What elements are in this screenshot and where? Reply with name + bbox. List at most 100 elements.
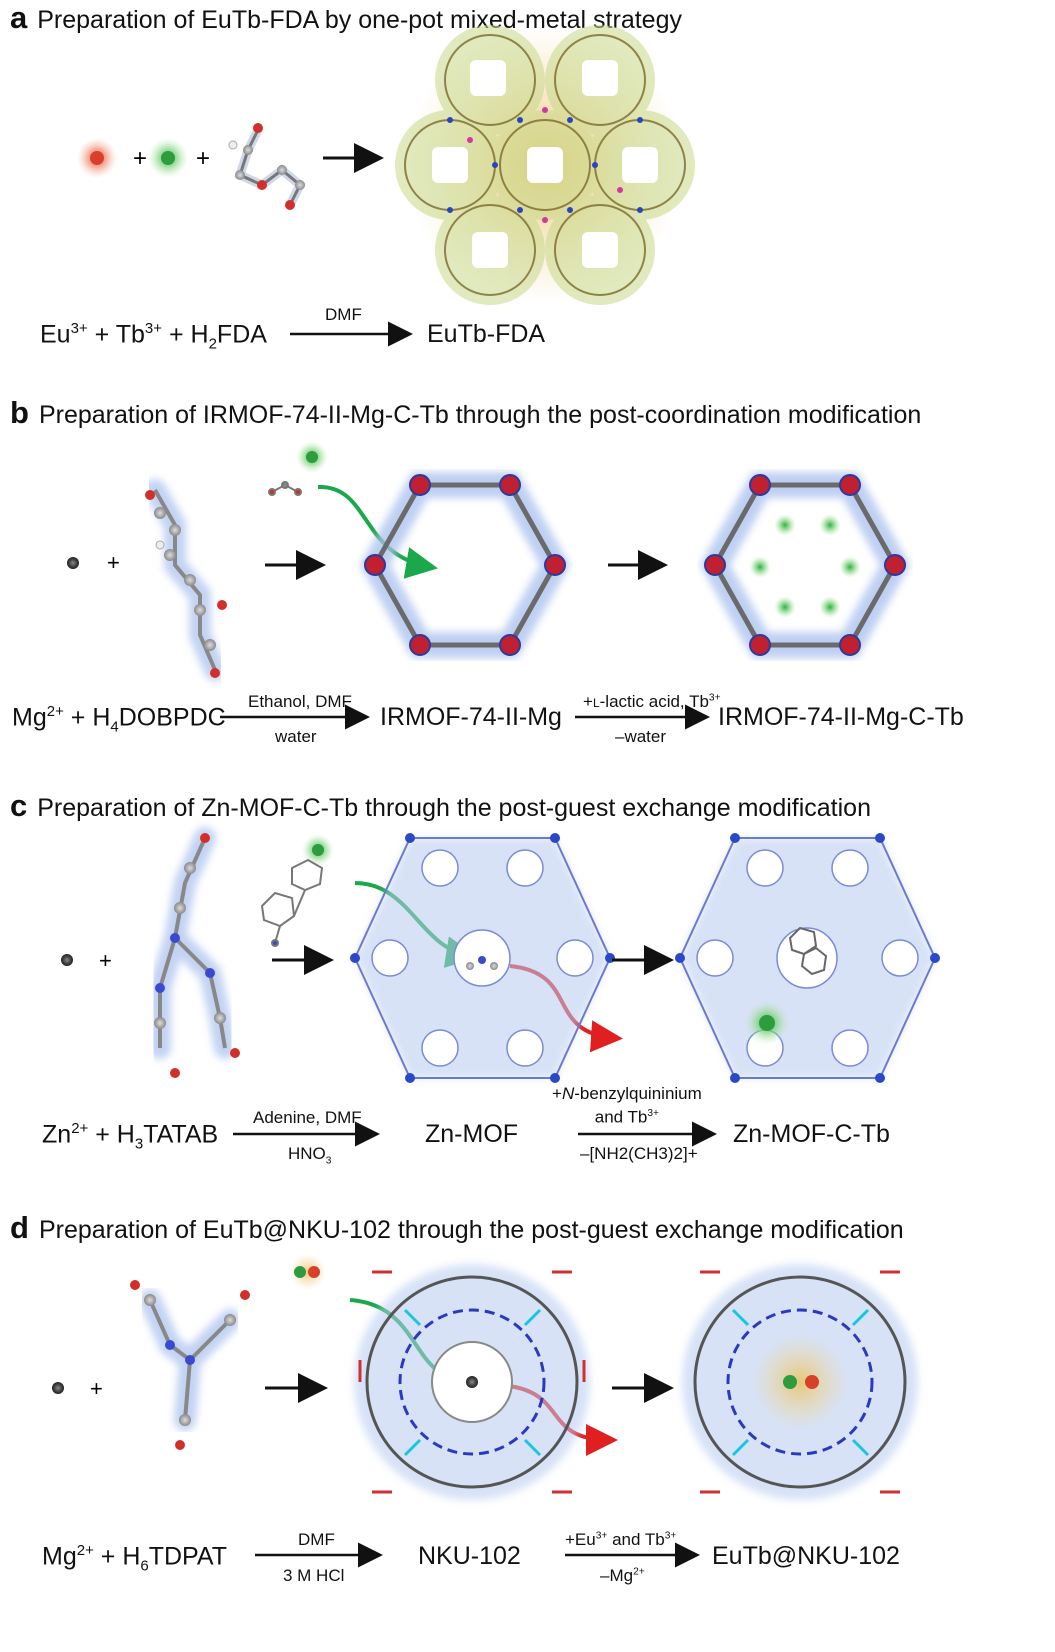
plus-sign: + (552, 1084, 562, 1103)
irmof-74-ii-mg-c-tb-framework-icon (700, 472, 910, 658)
condition-label: DMF (325, 305, 362, 324)
quininium-text: -benzylquininium (574, 1084, 702, 1103)
reactants: Eu3+ + Tb3+ + H2FDA (40, 320, 267, 352)
eu-guest-icon (805, 1375, 819, 1389)
tb-charge: 3+ (647, 1108, 660, 1119)
tdpat-ligand-icon (130, 1280, 250, 1450)
panel-letter: c (10, 788, 28, 823)
h-count: 3 (134, 1135, 144, 1153)
tb-charge: 3+ (144, 320, 163, 337)
intermediate-label: Zn-MOF (425, 1120, 519, 1148)
fda-ligand-icon (234, 125, 306, 210)
tb-guest-icon (783, 1375, 797, 1389)
dobpdc-ligand-icon (144, 479, 227, 681)
step1-condition-top: Ethanol, DMF (248, 692, 352, 711)
mg-charge: 2+ (76, 1542, 94, 1559)
nku-102-framework-icon (354, 1264, 590, 1500)
h-text: + H (93, 1542, 141, 1571)
eu-charge: 3+ (70, 320, 88, 337)
tb-guest-icons (749, 514, 861, 618)
panel-b-scheme: + (67, 441, 910, 730)
step1-condition-bottom: water (275, 727, 317, 746)
panel-letter: a (10, 0, 28, 35)
plus-sign: + (583, 692, 593, 711)
zn-mof-c-tb-framework-icon (675, 833, 940, 1083)
mg-charge: 2+ (46, 703, 64, 720)
o-count: 3 (325, 1155, 332, 1167)
step1-condition-top: Adenine, DMF (253, 1108, 362, 1127)
panel-c-scheme: + (61, 827, 940, 1147)
step2-condition-bottom: –water (615, 727, 667, 746)
step1-condition-top: DMF (298, 1530, 335, 1549)
product-label: EuTb-FDA (427, 320, 546, 348)
l-prefix: L (592, 696, 600, 710)
eu-text: Eu (40, 320, 71, 349)
tb-charge: 3+ (708, 692, 721, 704)
h-text: + H (88, 1120, 135, 1149)
panel-a-scheme: + + (77, 25, 695, 347)
quininium-guest-icon (788, 926, 828, 976)
h-text: + H (162, 320, 209, 349)
panel-title-text: Preparation of Zn-MOF-C-Tb through the p… (37, 794, 871, 822)
ligand-text: DOBPDC (118, 703, 226, 732)
zn-mof-framework-icon (350, 833, 615, 1083)
eu-text: +Eu (565, 1530, 596, 1549)
mg-charge: 2+ (633, 1566, 645, 1578)
panel-letter: b (10, 395, 29, 430)
step2-condition-top: +L-lactic acid, Tb3+ (583, 692, 721, 712)
reactants: Mg2+ + H6TDPAT (42, 1542, 227, 1574)
hno-text: HNO (288, 1144, 326, 1163)
panel-c: c Preparation of Zn-MOF-C-Tb through the … (0, 788, 1055, 1188)
svg-text:+: + (90, 1376, 103, 1401)
zn-text: Zn (42, 1120, 72, 1149)
lactic-text: -lactic acid, Tb (599, 692, 709, 711)
mg-guest-icon (466, 1376, 478, 1388)
mg-text: Mg (12, 703, 47, 732)
mg-ion-icon (67, 557, 79, 569)
reactants: Mg2+ + H4DOBPDC (12, 703, 226, 735)
step2-condition-bottom: –[NH2(CH3)2]+ (580, 1144, 698, 1163)
mg-ion-icon (52, 1382, 64, 1394)
product-label: Zn-MOF-C-Tb (733, 1120, 890, 1148)
zn-ion-icon (61, 954, 73, 966)
panel-c-title: c Preparation of Zn-MOF-C-Tb through the … (10, 788, 871, 824)
h-count: 2 (208, 335, 217, 353)
svg-text:+: + (99, 948, 112, 973)
h-count: 6 (140, 1557, 149, 1575)
dimethylammonium-icon (466, 956, 498, 970)
product-label: IRMOF-74-II-Mg-C-Tb (718, 703, 964, 731)
eu-charge: 3+ (595, 1530, 608, 1542)
panel-d-scheme: + (52, 1254, 918, 1568)
tb-charge: 3+ (664, 1530, 677, 1542)
ligand-text: TATAB (143, 1120, 219, 1149)
n-benzylquininium-icon (260, 858, 324, 947)
intermediate-label: IRMOF-74-II-Mg (380, 703, 562, 731)
intermediate-label: NKU-102 (418, 1542, 521, 1570)
panel-letter: d (10, 1210, 29, 1245)
n-prefix: N (561, 1084, 575, 1103)
step2-condition-top: +Eu3+ and Tb3+ (565, 1530, 676, 1550)
and-tb-text: and Tb (594, 1107, 648, 1127)
step2-condition-bottom: –Mg2+ (600, 1566, 645, 1586)
mg-text: –Mg (600, 1566, 634, 1585)
mg-text: Mg (42, 1542, 77, 1571)
green-arrow (317, 484, 438, 579)
step2-condition-top: +N-benzylquininium and Tb3+ (552, 1084, 702, 1128)
product-label: EuTb@NKU-102 (712, 1542, 900, 1570)
ligand-text: FDA (216, 320, 267, 349)
svg-text:+: + (107, 550, 120, 575)
svg-text:+: + (196, 145, 210, 172)
svg-text:+: + (133, 145, 147, 172)
h-text: + H (63, 703, 111, 732)
step1-condition-bottom: 3 M HCl (283, 1566, 345, 1585)
eutb-fda-framework-icon (395, 25, 695, 305)
lactic-acid-icon (268, 481, 302, 496)
zn-charge: 2+ (71, 1120, 89, 1137)
reactants: Zn2+ + H3TATAB (42, 1120, 218, 1152)
and-tb-text: and Tb (607, 1530, 665, 1549)
